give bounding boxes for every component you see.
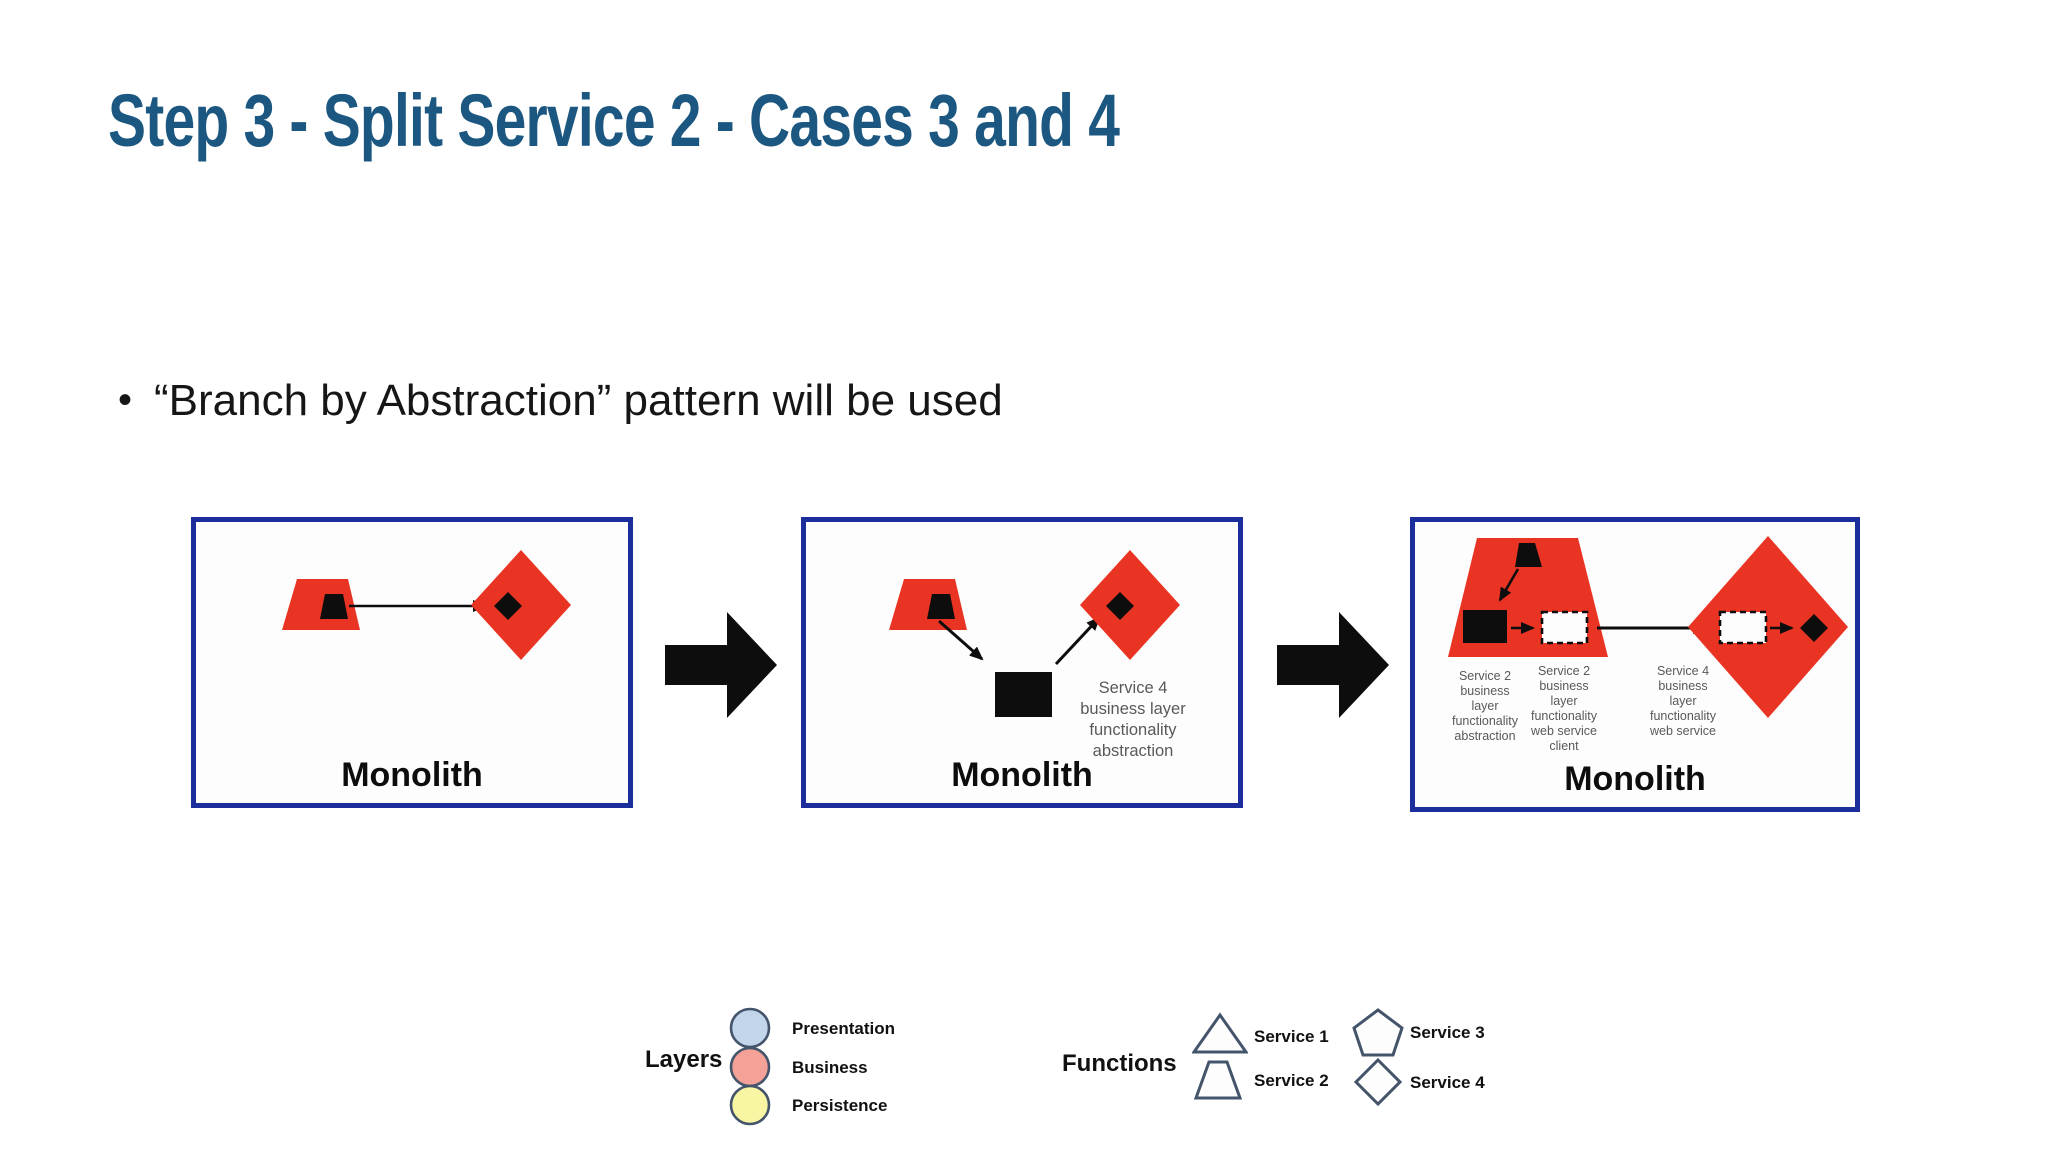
monolith-3-diagram — [1448, 536, 1848, 718]
service2-trapezoid — [282, 579, 360, 630]
bullet-text: “Branch by Abstraction” pattern will be … — [154, 376, 1003, 425]
ws-client-note: Service 2 business layer functionality w… — [1530, 664, 1597, 753]
pentagon-icon — [1352, 1008, 1404, 1057]
call-arrow-to-abstraction — [1498, 568, 1520, 602]
monolith-box-1: Monolith — [191, 517, 633, 808]
service2-presentation-shape — [1515, 543, 1542, 567]
service3-pentagon-icon — [1352, 1008, 1404, 1057]
service4-diamond — [1688, 536, 1848, 718]
service2-trapezoid — [889, 579, 967, 630]
monolith-box-3: Service 2 business layer functionality a… — [1410, 517, 1860, 812]
legend-label-service2: Service 2 — [1254, 1071, 1329, 1090]
abstraction-note: Service 2 business layer functionality a… — [1451, 669, 1518, 743]
layers-legend-icons — [729, 1007, 771, 1126]
ws-client-dashed-box — [1540, 610, 1589, 645]
persistence-layer-icon — [729, 1084, 771, 1126]
service4-business-layer-shape — [1106, 592, 1134, 620]
monolith-box-2: Service 4 business layer functionality a… — [801, 517, 1243, 808]
legend-label-business: Business — [792, 1058, 868, 1077]
business-layer-icon — [729, 1046, 771, 1088]
call-arrow-to-abstraction — [938, 619, 984, 661]
slide-title: Step 3 - Split Service 2 - Cases 3 and 4 — [108, 79, 1120, 162]
legend-label-service4: Service 4 — [1410, 1073, 1485, 1092]
service4-diamond-icon — [1354, 1058, 1402, 1106]
monolith-2-diagram — [889, 550, 1180, 717]
legend-label-service1: Service 1 — [1254, 1027, 1329, 1046]
diamond-icon — [1354, 1058, 1402, 1106]
service2-business-layer-shape — [927, 594, 955, 619]
ws-dashed-box — [1718, 610, 1768, 645]
legend-label-service3: Service 3 — [1410, 1023, 1485, 1042]
trapezoid-icon — [1194, 1060, 1242, 1100]
service1-triangle-icon — [1192, 1012, 1248, 1054]
monolith-1-label: Monolith — [341, 756, 483, 794]
monolith-1-diagram — [282, 550, 571, 660]
legend-label-persistence: Persistence — [792, 1096, 888, 1115]
legend-label-presentation: Presentation — [792, 1019, 895, 1038]
call-arrow-to-service4 — [1054, 616, 1101, 666]
transition-arrow-2 — [1277, 612, 1389, 718]
layers-legend-title: Layers — [645, 1046, 723, 1073]
abstraction-layer-rect — [995, 672, 1052, 717]
presentation-layer-icon — [729, 1007, 771, 1049]
block-arrow-icon — [665, 612, 777, 718]
bullet-marker: • — [118, 378, 133, 422]
service2-trapezoid-icon — [1194, 1060, 1242, 1100]
service2-business-layer-shape — [320, 594, 348, 619]
monolith-3-label: Monolith — [1564, 760, 1706, 798]
abstraction-layer-rect — [1463, 610, 1507, 643]
monolith-2-label: Monolith — [951, 756, 1093, 794]
service4-business-layer-shape — [494, 592, 522, 620]
ws-note: Service 4 business layer functionality w… — [1649, 664, 1716, 738]
functions-legend-title: Functions — [1062, 1050, 1177, 1077]
service4-business-layer-shape — [1800, 614, 1828, 642]
transition-arrow-1 — [665, 612, 777, 718]
bullet-item: • “Branch by Abstraction” pattern will b… — [118, 372, 1054, 429]
abstraction-note: Service 4 business layer functionality a… — [1080, 679, 1186, 760]
block-arrow-icon — [1277, 612, 1389, 718]
triangle-icon — [1192, 1012, 1248, 1054]
